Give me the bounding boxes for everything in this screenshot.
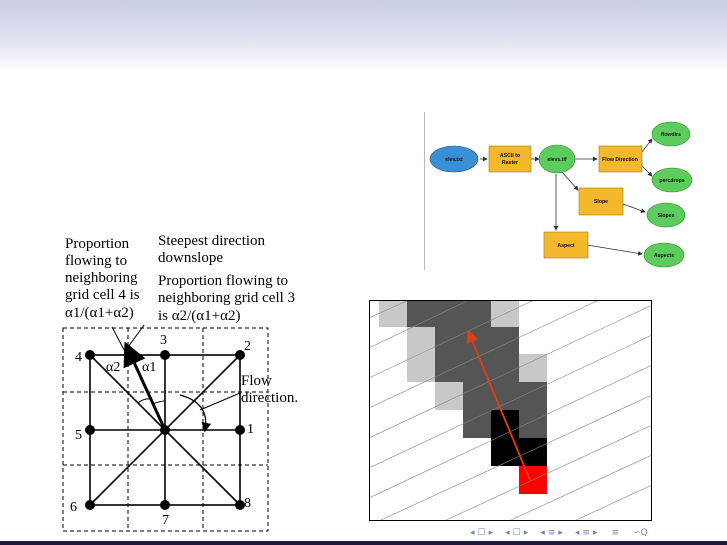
node-flowdirs[interactable] bbox=[651, 121, 691, 147]
label-flow-line2: direction. bbox=[241, 390, 299, 406]
model-diagram-border bbox=[424, 112, 425, 270]
flow-pointer-line bbox=[199, 392, 241, 411]
alpha1-label: α1 bbox=[142, 360, 157, 375]
node-elev-txt-label: elev.txt bbox=[445, 157, 463, 163]
node-aspect[interactable] bbox=[543, 231, 589, 259]
nav-align-icon[interactable]: ≡ bbox=[611, 528, 620, 538]
beamer-navigation: ◂ ☐ ▸ ◂ ☐ ▸ ◂ ≡ ▸ ◂ ≡ ▸ ≡ ∽Q bbox=[470, 526, 648, 540]
label-proportion-3-line2: neighboring grid cell 3 bbox=[158, 290, 296, 306]
node-elevs-tif-label: elevs.tif bbox=[547, 157, 567, 163]
node-aspect-label: Aspect bbox=[557, 243, 575, 249]
label-proportion-3-formula: is α2/(α1+α2) bbox=[158, 308, 241, 324]
cell-number-8: 8 bbox=[244, 496, 251, 511]
nav-search-icon[interactable]: ∽Q bbox=[633, 528, 648, 538]
node-ascii-to-raster[interactable] bbox=[488, 145, 532, 173]
node-ascii-to-raster-label-1: ASCII to bbox=[500, 153, 520, 159]
slide-footer-line bbox=[0, 541, 727, 545]
steepest-direction-arrow bbox=[123, 341, 167, 431]
nav-frame-icon[interactable]: ☐ bbox=[477, 528, 486, 538]
cell-number-7: 7 bbox=[162, 513, 169, 528]
alpha1-arc bbox=[152, 400, 166, 405]
node-flow-direction-label: Flow Direction bbox=[602, 157, 638, 163]
nav-section-prev-icon[interactable]: ◂ bbox=[540, 528, 545, 538]
nav-subsection-icon[interactable]: ☐ bbox=[512, 528, 521, 538]
node-slope[interactable] bbox=[578, 187, 624, 216]
nav-subsection-next-icon[interactable]: ▸ bbox=[523, 528, 529, 538]
label-steepest-line1: Steepest direction bbox=[158, 233, 266, 249]
node-aspects[interactable] bbox=[643, 242, 685, 268]
node-elevs-tif[interactable] bbox=[538, 144, 576, 174]
slide-header-band bbox=[0, 0, 727, 72]
alpha2-label: α2 bbox=[106, 360, 121, 375]
label-proportion-4-formula: α1/(α1+α2) bbox=[65, 305, 134, 321]
node-flow-direction[interactable] bbox=[598, 145, 643, 173]
nav-section-next-icon[interactable]: ▸ bbox=[558, 528, 563, 538]
cell-number-6: 6 bbox=[70, 500, 77, 515]
node-elev-txt[interactable] bbox=[429, 145, 479, 173]
node-slope-label: Slope bbox=[594, 199, 608, 205]
node-percdrops-label: percdrops bbox=[659, 178, 684, 184]
flow-direction-grid bbox=[62, 325, 269, 532]
node-slopes[interactable] bbox=[646, 202, 686, 228]
cell-number-4: 4 bbox=[75, 350, 82, 365]
cell-number-3: 3 bbox=[160, 333, 167, 348]
pointer-line-cell4 bbox=[111, 326, 131, 362]
node-percdrops[interactable] bbox=[651, 167, 693, 193]
nav-last-icon[interactable]: ▸ bbox=[592, 528, 598, 538]
label-proportion-4-line3: neighboring bbox=[65, 270, 138, 286]
label-proportion-4-line2: flowing to bbox=[65, 253, 128, 269]
cell-centroids bbox=[85, 350, 245, 510]
alpha2-arc bbox=[137, 398, 151, 404]
nav-section-icon[interactable]: ≡ bbox=[547, 528, 556, 538]
nav-prev-icon[interactable]: ▸ bbox=[488, 528, 494, 538]
flow-path-arrow bbox=[466, 329, 531, 481]
cell-number-1: 1 bbox=[247, 422, 254, 437]
cell-number-5: 5 bbox=[75, 428, 82, 443]
label-proportion-3-line1: Proportion flowing to bbox=[158, 273, 288, 289]
model-connectors bbox=[480, 138, 653, 256]
node-aspects-label: Aspects bbox=[654, 253, 674, 259]
nav-doc-icon[interactable]: ≡ bbox=[582, 528, 590, 538]
node-ascii-to-raster-label-2: Raster bbox=[502, 160, 518, 166]
flow-direction-curve bbox=[179, 394, 212, 433]
node-slopes-label: Slopes bbox=[657, 213, 674, 219]
label-steepest-line2: downslope bbox=[158, 250, 223, 266]
node-flowdirs-label: flowdirs bbox=[661, 132, 681, 138]
pointer-line-steepest bbox=[127, 325, 145, 348]
nav-next-icon[interactable]: ◂ bbox=[574, 528, 580, 538]
model-builder-diagram: elev.txt ASCII to Raster elevs.tif Flow … bbox=[429, 121, 693, 268]
label-flow-line1: Flow bbox=[241, 373, 272, 389]
label-proportion-4-line4: grid cell 4 is bbox=[65, 287, 140, 303]
cell-number-2: 2 bbox=[244, 339, 251, 354]
nav-subsection-prev-icon[interactable]: ◂ bbox=[505, 528, 510, 538]
nav-first-icon[interactable]: ◂ bbox=[470, 528, 475, 538]
flow-raster-view bbox=[369, 300, 652, 521]
label-proportion-4-line1: Proportion bbox=[65, 236, 130, 252]
